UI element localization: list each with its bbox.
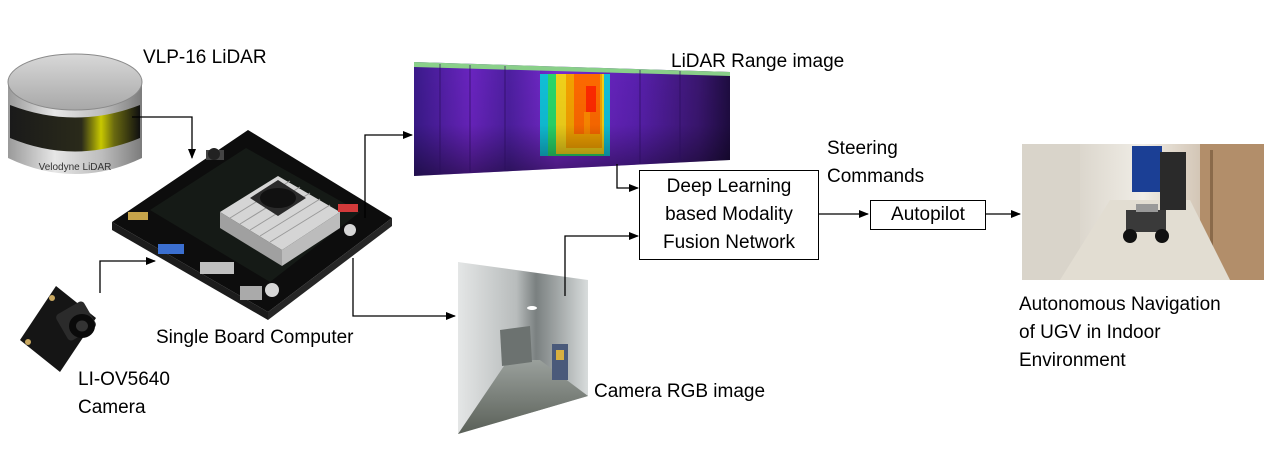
- lidar-sensor-image: Velodyne LiDAR: [7, 53, 143, 174]
- fusion-box-line2: based Modality: [665, 204, 793, 225]
- arrow-computer-to-rgb-image: [352, 258, 456, 320]
- lidar-range-image: [414, 62, 730, 176]
- camera-rgb-image: [458, 262, 588, 434]
- arrow-rgb-to-fusion: [564, 232, 639, 296]
- single-board-computer-image: [112, 130, 392, 320]
- rgb-image-label: Camera RGB image: [594, 381, 766, 402]
- range-image-label: LiDAR Range image: [671, 51, 845, 72]
- camera-sensor-label-line1: LI-OV5640: [78, 369, 170, 390]
- arrow-lidar-to-computer: [132, 116, 196, 159]
- arrow-computer-to-range-image: [364, 131, 413, 218]
- flow-arrows: [99, 116, 1021, 320]
- autopilot-box: Autopilot: [870, 200, 986, 230]
- fusion-box-line1: Deep Learning: [666, 176, 792, 197]
- fusion-box-line3: Fusion Network: [663, 232, 795, 253]
- lidar-sensor-label: VLP-16 LiDAR: [143, 47, 267, 68]
- result-label-line1: Autonomous Navigation: [1019, 294, 1221, 315]
- computer-label: Single Board Computer: [156, 327, 354, 348]
- steering-label-line2: Commands: [827, 166, 925, 187]
- result-label-line3: Environment: [1019, 350, 1126, 371]
- fusion-network-box: Deep Learning based Modality Fusion Netw…: [639, 170, 819, 260]
- lidar-brand-text: Velodyne LiDAR: [39, 162, 112, 173]
- autopilot-box-label: Autopilot: [891, 204, 965, 225]
- ugv-hallway-photo: [1022, 144, 1264, 280]
- camera-module-image: [20, 286, 96, 372]
- camera-sensor-label-line2: Camera: [78, 397, 146, 418]
- arrow-range-to-fusion: [616, 164, 639, 192]
- result-label-line2: of UGV in Indoor: [1019, 322, 1161, 343]
- arrow-camera-to-computer: [99, 257, 156, 293]
- steering-label-line1: Steering: [827, 138, 898, 159]
- ugv-robot: [1123, 204, 1169, 243]
